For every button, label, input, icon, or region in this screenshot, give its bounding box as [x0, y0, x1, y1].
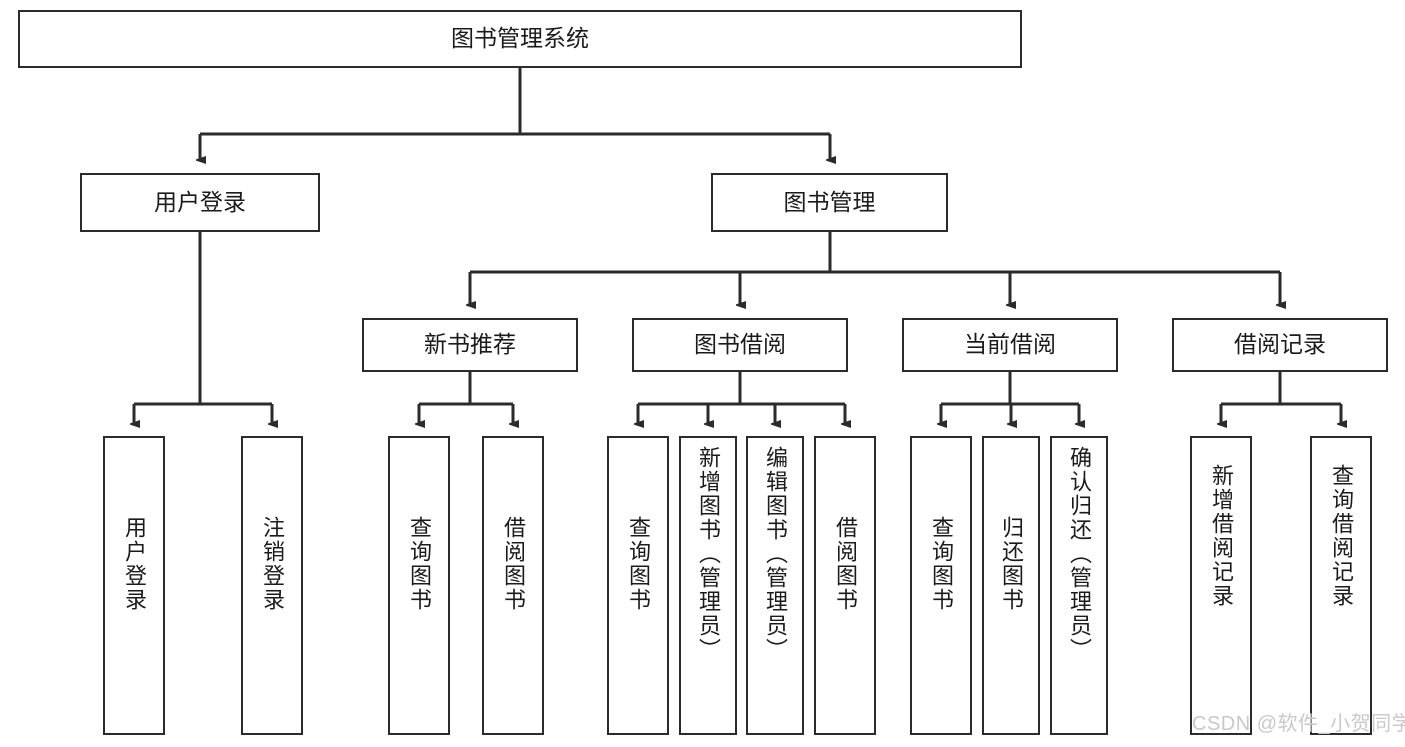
- node-current-borrow-label: 当前借阅: [964, 331, 1056, 358]
- node-leaf-add-book[interactable]: 新增图书（管理员）: [679, 436, 737, 735]
- edge-group-borrow-record: [1221, 372, 1341, 424]
- node-leaf-query-book-2[interactable]: 查询图书: [607, 436, 669, 735]
- node-leaf-logout[interactable]: 注销登录: [241, 436, 303, 735]
- node-leaf-query-record-label: 查询借阅记录: [1329, 464, 1354, 608]
- node-leaf-query-record[interactable]: 查询借阅记录: [1310, 436, 1372, 735]
- node-new-book-rec-label: 新书推荐: [424, 331, 516, 358]
- node-leaf-add-book-label: 新增图书（管理员）: [696, 446, 721, 662]
- node-user-login-label: 用户登录: [154, 188, 246, 215]
- node-new-book-rec[interactable]: 新书推荐: [362, 318, 578, 372]
- node-leaf-query-book-3-label: 查询图书: [929, 516, 954, 612]
- node-leaf-borrow-book-2-label: 借阅图书: [833, 516, 858, 612]
- node-leaf-borrow-book-2[interactable]: 借阅图书: [814, 436, 876, 735]
- node-leaf-query-book-1-label: 查询图书: [407, 516, 432, 612]
- node-leaf-confirm-return-label: 确认归还（管理员）: [1067, 446, 1092, 662]
- node-user-login[interactable]: 用户登录: [80, 173, 320, 232]
- edge-group-book-manage: [470, 232, 1280, 305]
- edge-group-user-login: [134, 232, 272, 424]
- node-leaf-user-login[interactable]: 用户登录: [103, 436, 165, 735]
- node-leaf-edit-book[interactable]: 编辑图书（管理员）: [746, 436, 804, 735]
- node-leaf-return-book[interactable]: 归还图书: [982, 436, 1040, 735]
- edge-group-current-borrow: [941, 372, 1079, 424]
- node-leaf-borrow-book-1-label: 借阅图书: [501, 516, 526, 612]
- node-leaf-query-book-2-label: 查询图书: [626, 516, 651, 612]
- node-book-borrow-label: 图书借阅: [694, 331, 786, 358]
- node-leaf-confirm-return[interactable]: 确认归还（管理员）: [1050, 436, 1108, 735]
- node-leaf-logout-label: 注销登录: [260, 516, 285, 612]
- node-leaf-query-book-3[interactable]: 查询图书: [910, 436, 972, 735]
- node-leaf-return-book-label: 归还图书: [999, 516, 1024, 612]
- node-leaf-edit-book-label: 编辑图书（管理员）: [763, 446, 788, 662]
- node-leaf-add-record-label: 新增借阅记录: [1209, 464, 1234, 608]
- node-leaf-user-login-label: 用户登录: [122, 516, 147, 612]
- node-book-borrow[interactable]: 图书借阅: [632, 318, 848, 372]
- node-leaf-add-record[interactable]: 新增借阅记录: [1190, 436, 1252, 735]
- node-borrow-record-label: 借阅记录: [1234, 331, 1326, 358]
- node-book-manage[interactable]: 图书管理: [711, 173, 948, 232]
- node-borrow-record[interactable]: 借阅记录: [1172, 318, 1388, 372]
- node-root-label: 图书管理系统: [451, 25, 589, 52]
- node-book-manage-label: 图书管理: [783, 188, 876, 215]
- node-current-borrow[interactable]: 当前借阅: [902, 318, 1118, 372]
- edge-group-new-book-rec: [419, 372, 513, 424]
- edge-group-book-borrow: [638, 372, 845, 424]
- node-leaf-borrow-book-1[interactable]: 借阅图书: [482, 436, 544, 735]
- csdn-watermark: CSDN @软件_小贺同学: [1192, 713, 1405, 735]
- node-root[interactable]: 图书管理系统: [18, 10, 1022, 68]
- node-leaf-query-book-1[interactable]: 查询图书: [388, 436, 450, 735]
- edge-group-root: [200, 68, 830, 160]
